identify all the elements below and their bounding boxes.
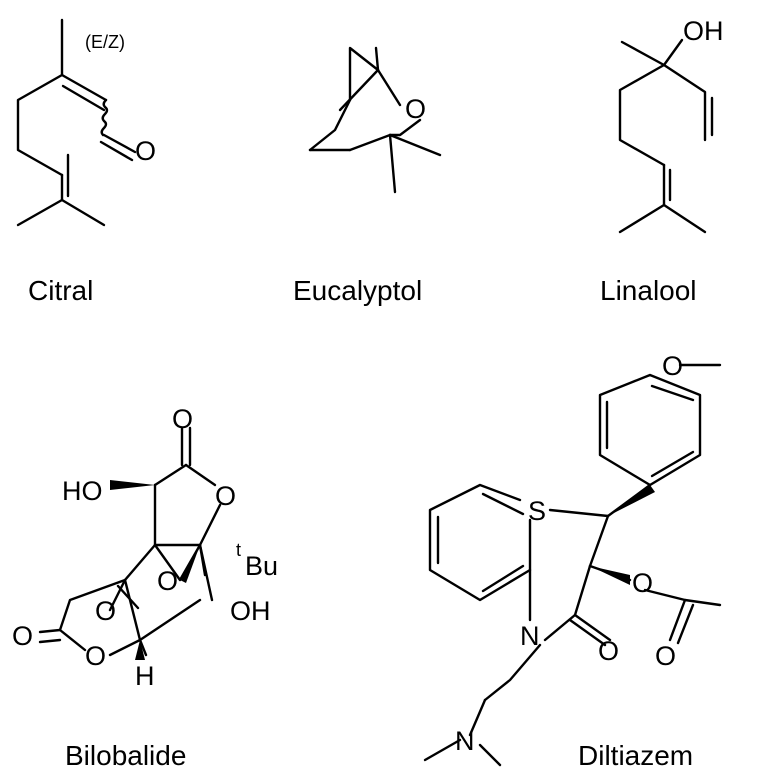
molecule-diltiazem: O S O N O O N Diltiazem xyxy=(423,351,722,771)
molecule-citral: (E/Z) O Citral xyxy=(16,18,156,306)
linalool-name: Linalool xyxy=(600,275,697,306)
diltiazem-skeleton xyxy=(423,363,722,767)
diltiazem-atom-o-ketone: O xyxy=(598,636,619,666)
bilobalide-atom-tbu: Bu xyxy=(245,551,278,581)
bilobalide-atom-o-left: O xyxy=(12,621,33,651)
bilobalide-wedge-o xyxy=(180,545,200,583)
diltiazem-atom-s: S xyxy=(528,496,546,526)
diltiazem-name: Diltiazem xyxy=(578,740,693,768)
diltiazem-atom-o-acetyl: O xyxy=(655,641,676,671)
eucalyptol-name: Eucalyptol xyxy=(293,275,422,306)
diltiazem-atom-n-ring: N xyxy=(520,621,540,651)
diltiazem-atom-n-amine: N xyxy=(455,726,475,756)
diltiazem-atom-o-methoxy: O xyxy=(662,351,683,381)
bilobalide-atom-o-bridge-a: O xyxy=(157,566,178,596)
molecule-linalool: OH Linalool xyxy=(600,16,724,306)
bilobalide-wedge-h xyxy=(135,640,145,660)
bilobalide-name: Bilobalide xyxy=(65,740,186,768)
eucalyptol-atom-o: O xyxy=(405,94,426,124)
bilobalide-atom-o-lactone: O xyxy=(85,641,106,671)
citral-skeleton xyxy=(16,18,137,227)
bilobalide-skeleton xyxy=(38,426,222,657)
bilobalide-wedge-ho xyxy=(110,480,155,490)
bilobalide-atom-o-ring: O xyxy=(215,481,236,511)
molecule-eucalyptol: O Eucalyptol xyxy=(293,46,442,306)
citral-stereo-annotation: (E/Z) xyxy=(85,32,125,52)
bilobalide-tbu-superscript: t xyxy=(236,540,241,560)
bilobalide-atom-ho: HO xyxy=(62,476,103,506)
diltiazem-atom-o-ester: O xyxy=(632,568,653,598)
linalool-skeleton xyxy=(618,38,714,234)
bilobalide-atom-o-bridge-b: O xyxy=(95,596,116,626)
diltiazem-wedge-aryl xyxy=(608,485,655,516)
diltiazem-wedge-oac xyxy=(590,566,630,585)
citral-name: Citral xyxy=(28,275,93,306)
bilobalide-atom-oh: OH xyxy=(230,596,271,626)
citral-atom-o: O xyxy=(135,136,156,166)
linalool-atom-oh: OH xyxy=(683,16,724,46)
molecule-bilobalide: O HO O t Bu O O OH O O H Bilobalide xyxy=(12,404,278,771)
bilobalide-atom-h: H xyxy=(135,661,155,691)
eucalyptol-skeleton xyxy=(308,46,442,194)
bilobalide-atom-o-top: O xyxy=(172,404,193,434)
